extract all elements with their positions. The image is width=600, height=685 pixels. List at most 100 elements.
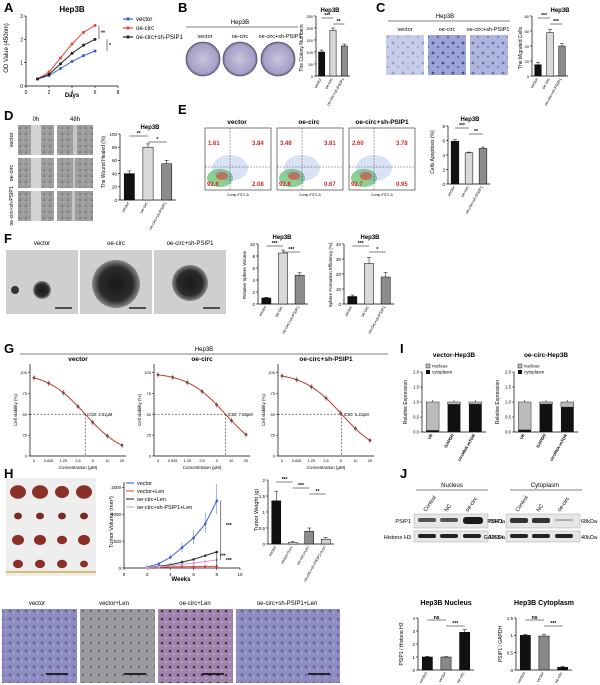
tumor	[57, 559, 67, 569]
ihc-label-vector: vector	[29, 601, 45, 607]
sig-label: ***	[324, 13, 330, 19]
x-tick-label: 8	[216, 572, 219, 577]
panel-letter-f: F	[4, 231, 12, 246]
panel-g-ylabel: Cell viability (%)	[261, 394, 266, 427]
panel-f-label-sh: oe-circ+sh-PSIP1	[167, 241, 215, 247]
tumor	[12, 534, 24, 546]
panel-c-label-sh: oe-circ+sh-PSIP1	[467, 27, 510, 33]
y-tick-label: 0	[442, 182, 445, 187]
y-tick-label: 50	[147, 412, 152, 417]
x-tick-label: 20	[368, 459, 372, 463]
x-tick-label: 5	[216, 459, 218, 463]
x-tick-label: circRNA-mTOR	[549, 433, 569, 462]
bar	[459, 632, 471, 671]
y-tick-label: 1	[262, 510, 265, 515]
x-tick-label: 20	[244, 459, 248, 463]
wb-c-lane-oe: oe-circ	[557, 496, 572, 513]
bar	[318, 51, 326, 77]
flow-vector-q3: 92.6	[207, 182, 219, 188]
y-tick-label: 10	[336, 287, 342, 292]
y-tick-label: 150	[306, 38, 313, 43]
y-tick-label: 500	[113, 539, 121, 544]
sig-label: ***	[553, 19, 559, 25]
y-tick-label: 0	[273, 454, 276, 459]
bar	[320, 538, 331, 545]
panel-j-cytoplasm-title: Cytoplasm	[531, 483, 559, 489]
ihc-label-oe-len: oe-circ+Len	[179, 601, 211, 607]
flow-oe-xlabel: Comp-FITC-A	[299, 193, 321, 197]
sig-label: ns	[434, 615, 440, 621]
bar	[519, 635, 531, 671]
y-tick-label: 25	[271, 433, 276, 438]
x-tick-label: 0.625	[168, 459, 178, 463]
flow-sh-q3: 92.7	[351, 182, 363, 188]
x-tick-label: 0	[33, 459, 35, 463]
data-point	[203, 565, 207, 568]
x-tick-label: U6	[519, 432, 526, 440]
panel-letter-h: H	[4, 466, 13, 481]
panel-a-ylabel: OD Value (450nm)	[4, 23, 10, 73]
y-tick-label: 1.5	[413, 385, 419, 390]
data-point	[169, 564, 172, 568]
x-tick-label: 0	[281, 459, 283, 463]
y-tick-label: 3	[20, 14, 23, 20]
panel-b-bar-title: Hep3B	[320, 8, 340, 14]
data-point	[180, 560, 184, 564]
panel-f-label-vector: vector	[34, 241, 50, 247]
wb-c-row-psip1: PSIP1	[487, 519, 503, 525]
ic50-label-0: IC50: 3.51μM	[87, 412, 113, 417]
data-point	[93, 49, 97, 53]
bar-cytoplasm	[468, 404, 482, 432]
y-tick-label: 1.0	[413, 400, 419, 405]
ihc-label-vector-len: vector+Len	[99, 601, 129, 607]
y-tick-label: 1	[20, 61, 23, 67]
bar-cytoplasm	[560, 407, 574, 432]
y-tick-label: 10	[250, 242, 256, 247]
panel-e-ylabel: Cells Apoptosis (%)	[430, 130, 436, 174]
panel-letter-i: I	[400, 341, 404, 356]
panel-a-xlabel: Days	[65, 93, 80, 99]
y-tick-label: 3	[412, 629, 415, 634]
panel-d-row-vector: vector	[9, 132, 15, 147]
y-tick-label: 0.0	[505, 430, 511, 435]
x-tick-label: 0	[157, 459, 159, 463]
bar	[440, 656, 452, 671]
y-tick-label: 25	[147, 433, 152, 438]
panel-b-ylabel: The Colony Numbers	[299, 24, 305, 72]
sig-label: ns	[532, 615, 538, 621]
legend-a-oe: oe-circ	[136, 26, 154, 32]
sig-label: ***	[288, 247, 294, 253]
ihc-image-vector-len	[80, 609, 155, 683]
x-tick-label: 1.25	[60, 459, 67, 463]
y-tick-label: 6	[252, 266, 255, 271]
series-line-oe-circ+sh-PSIP1	[37, 38, 96, 80]
data-point	[93, 37, 97, 41]
x-tick-label: 5	[340, 459, 342, 463]
x-tick-label: control	[418, 671, 428, 684]
y-tick-label: 100	[268, 370, 275, 375]
x-tick-label: 10	[105, 459, 109, 463]
y-tick-label: 100	[306, 50, 313, 55]
x-tick-label: 0.625	[292, 459, 302, 463]
bar	[546, 32, 554, 77]
bar	[261, 297, 272, 305]
bar	[364, 263, 374, 305]
sig-label: ***	[550, 621, 556, 627]
bar	[557, 666, 569, 671]
panel-g-xlabel: Concentration (μM)	[59, 465, 98, 470]
flow-oe-q2: 3.81	[324, 141, 336, 147]
data-point	[203, 554, 207, 557]
panel-j-bar1-title: Hep3B Nucleus	[420, 600, 471, 607]
data-point	[192, 561, 195, 565]
y-tick-label: 0	[149, 454, 152, 459]
tumor	[58, 512, 66, 520]
sig-label: ***	[220, 553, 226, 559]
bar	[464, 152, 474, 185]
x-tick-label: 6	[94, 90, 97, 96]
y-tick-label: 2	[20, 37, 23, 43]
colony-dish-oe	[222, 41, 258, 77]
panel-letter-d: D	[4, 108, 13, 123]
data-point	[59, 67, 62, 70]
y-tick-label: 0	[25, 454, 28, 459]
